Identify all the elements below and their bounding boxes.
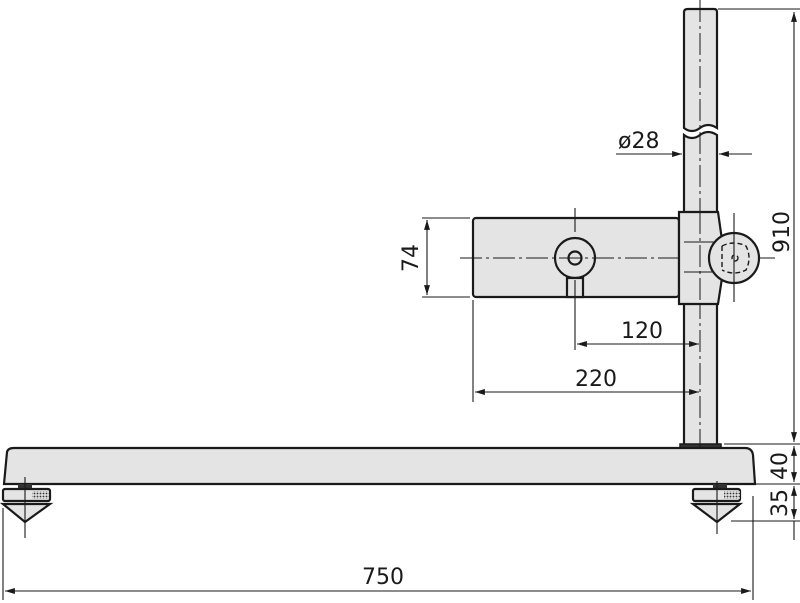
base [2, 446, 757, 486]
foot-right [689, 481, 744, 534]
dim-label-40: 40 [768, 452, 793, 480]
dim-label-74: 74 [399, 244, 424, 272]
dim-hole-offset: 120 [574, 280, 699, 350]
dim-label-910: 910 [770, 211, 795, 253]
dim-column-diameter: ø28 [616, 129, 752, 157]
dim-label-120: 120 [621, 319, 663, 344]
dim-arm-height: 74 [399, 217, 470, 298]
dim-total-height: 910 [718, 8, 800, 445]
dim-base-length: 750 [2, 496, 754, 600]
dim-label-diameter: ø28 [618, 129, 659, 154]
holder-clamp [677, 210, 761, 306]
column [679, 0, 722, 470]
dim-label-35: 35 [768, 489, 793, 517]
foot-left [0, 477, 54, 538]
dim-arm-reach: 220 [472, 300, 699, 402]
dim-label-750: 750 [362, 565, 404, 590]
dim-label-220: 220 [575, 367, 617, 392]
dim-base-thickness: 40 35 [731, 446, 800, 540]
